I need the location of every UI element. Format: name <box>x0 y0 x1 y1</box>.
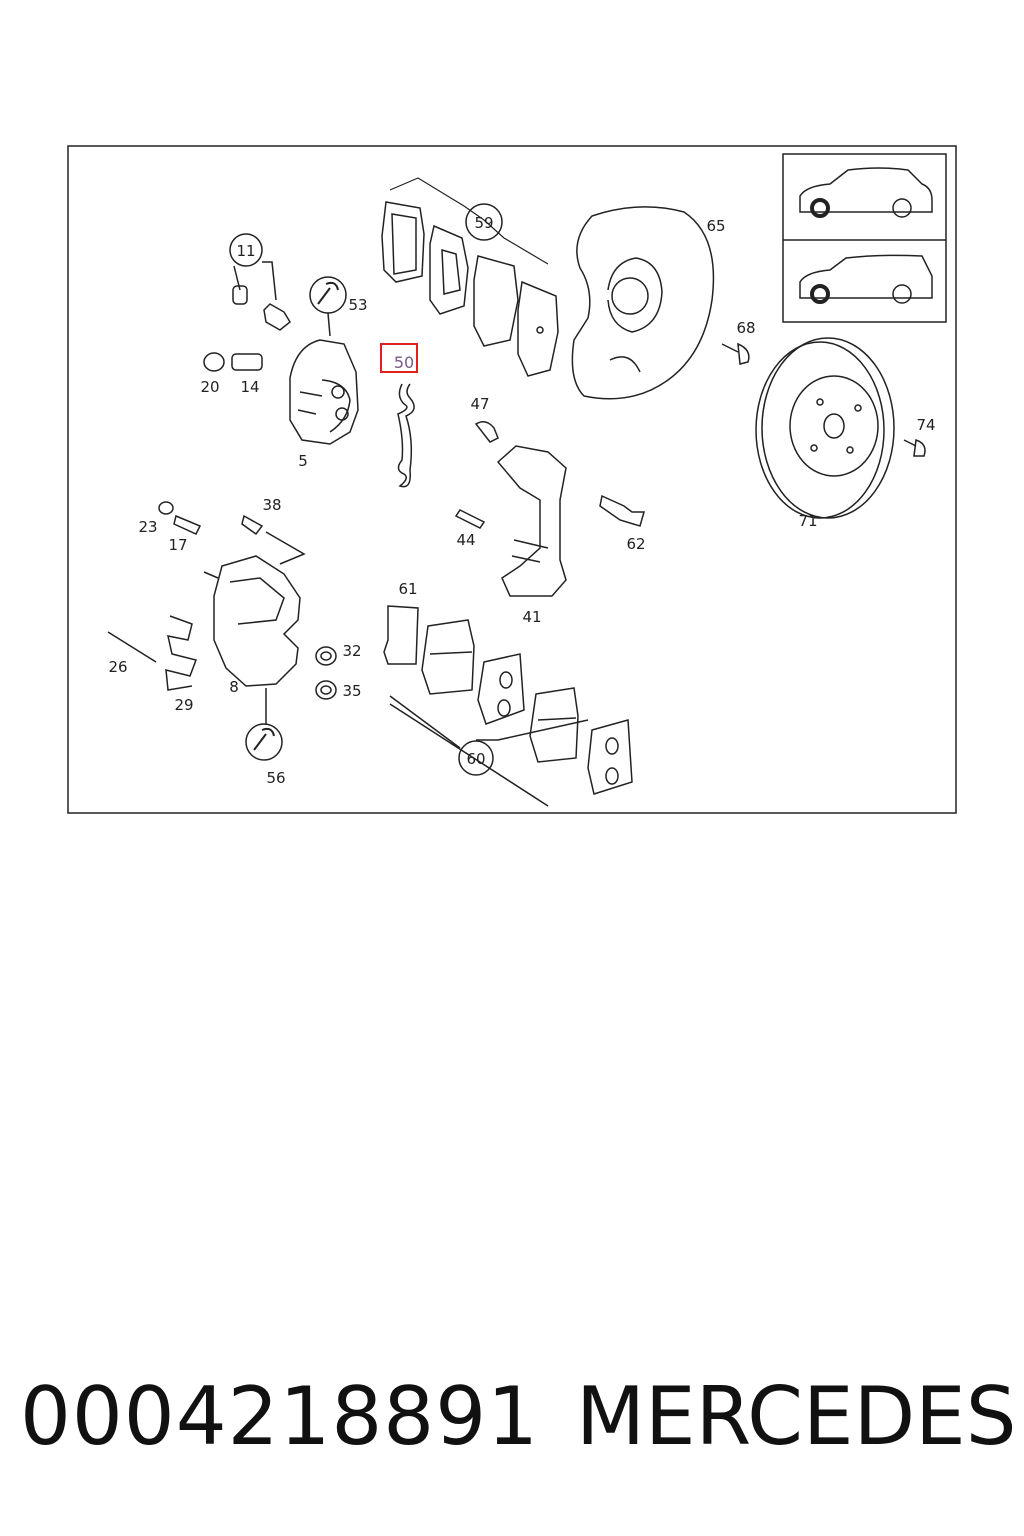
brake-parts-diagram: 5 8 11 14 17 20 23 26 29 32 35 38 41 44 … <box>67 145 957 814</box>
diagram-frame <box>67 145 957 814</box>
screw-74 <box>903 438 926 457</box>
callout-17: 17 <box>168 536 187 554</box>
callout-44: 44 <box>456 531 475 549</box>
callout-47: 47 <box>470 395 489 413</box>
sleeve-part <box>232 285 291 331</box>
seal-32 <box>315 646 337 666</box>
brake-pads-lower <box>421 619 633 795</box>
callout-circle-56 <box>245 723 283 761</box>
callout-68: 68 <box>736 319 755 337</box>
callout-71: 71 <box>798 512 817 530</box>
callout-65: 65 <box>706 217 725 235</box>
brake-pads-upper <box>381 201 559 377</box>
callout-62: 62 <box>626 535 645 553</box>
callout-60: 60 <box>466 750 485 768</box>
wear-sensor-wire <box>397 383 415 488</box>
callout-61: 61 <box>398 580 417 598</box>
bolt-68 <box>721 342 750 365</box>
callout-38: 38 <box>262 496 281 514</box>
callout-56: 56 <box>266 769 285 787</box>
product-footer: 0004218891 MERCEDES <box>0 1370 1024 1470</box>
callout-5: 5 <box>298 452 308 470</box>
highlight-box-50 <box>380 343 418 373</box>
wagon-icon <box>799 254 933 304</box>
spring-clip-29 <box>165 615 197 691</box>
callout-53: 53 <box>348 296 367 314</box>
callout-11: 11 <box>236 242 255 260</box>
pin-26 <box>107 631 157 663</box>
bolt-47 <box>474 421 499 443</box>
guide-pin-44 <box>454 509 486 529</box>
callout-8: 8 <box>229 678 239 696</box>
part-number: 0004218891 <box>20 1370 539 1463</box>
brand-name: MERCEDES <box>576 1370 1017 1463</box>
callout-20: 20 <box>200 378 219 396</box>
bolt-38 <box>241 514 264 536</box>
callout-41: 41 <box>522 608 541 626</box>
callout-circle-11 <box>229 233 263 267</box>
callout-circle-59 <box>465 203 503 241</box>
sensor-62 <box>599 494 645 527</box>
bleeder-screws <box>158 501 202 535</box>
callout-32: 32 <box>342 642 361 660</box>
seal-35 <box>315 680 337 700</box>
callout-26: 26 <box>108 658 127 676</box>
caliper-carrier <box>496 445 567 597</box>
callout-74: 74 <box>916 416 935 434</box>
callout-23: 23 <box>138 518 157 536</box>
callout-35: 35 <box>342 682 361 700</box>
callout-50: 50 <box>394 353 414 372</box>
caliper-rear <box>203 555 301 687</box>
callout-29: 29 <box>174 696 193 714</box>
callout-14: 14 <box>240 378 259 396</box>
shim-61 <box>383 605 419 665</box>
vehicle-legend <box>782 153 947 323</box>
cap-part <box>203 352 263 372</box>
splash-shield <box>571 206 715 400</box>
brake-rotor <box>755 337 895 519</box>
caliper-front <box>289 339 359 445</box>
sedan-icon <box>799 167 933 218</box>
callout-circle-60 <box>458 740 494 776</box>
callout-59: 59 <box>474 214 493 232</box>
